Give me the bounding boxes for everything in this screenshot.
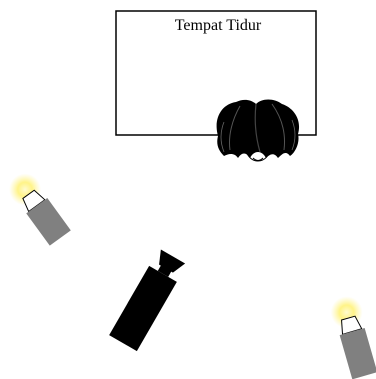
bed-label: Tempat Tidur: [175, 17, 262, 34]
person-head-icon: [217, 100, 299, 162]
light-lamp-icon: [327, 293, 376, 379]
video-camera-icon: [109, 249, 187, 352]
light-lamp-icon: [3, 167, 74, 247]
